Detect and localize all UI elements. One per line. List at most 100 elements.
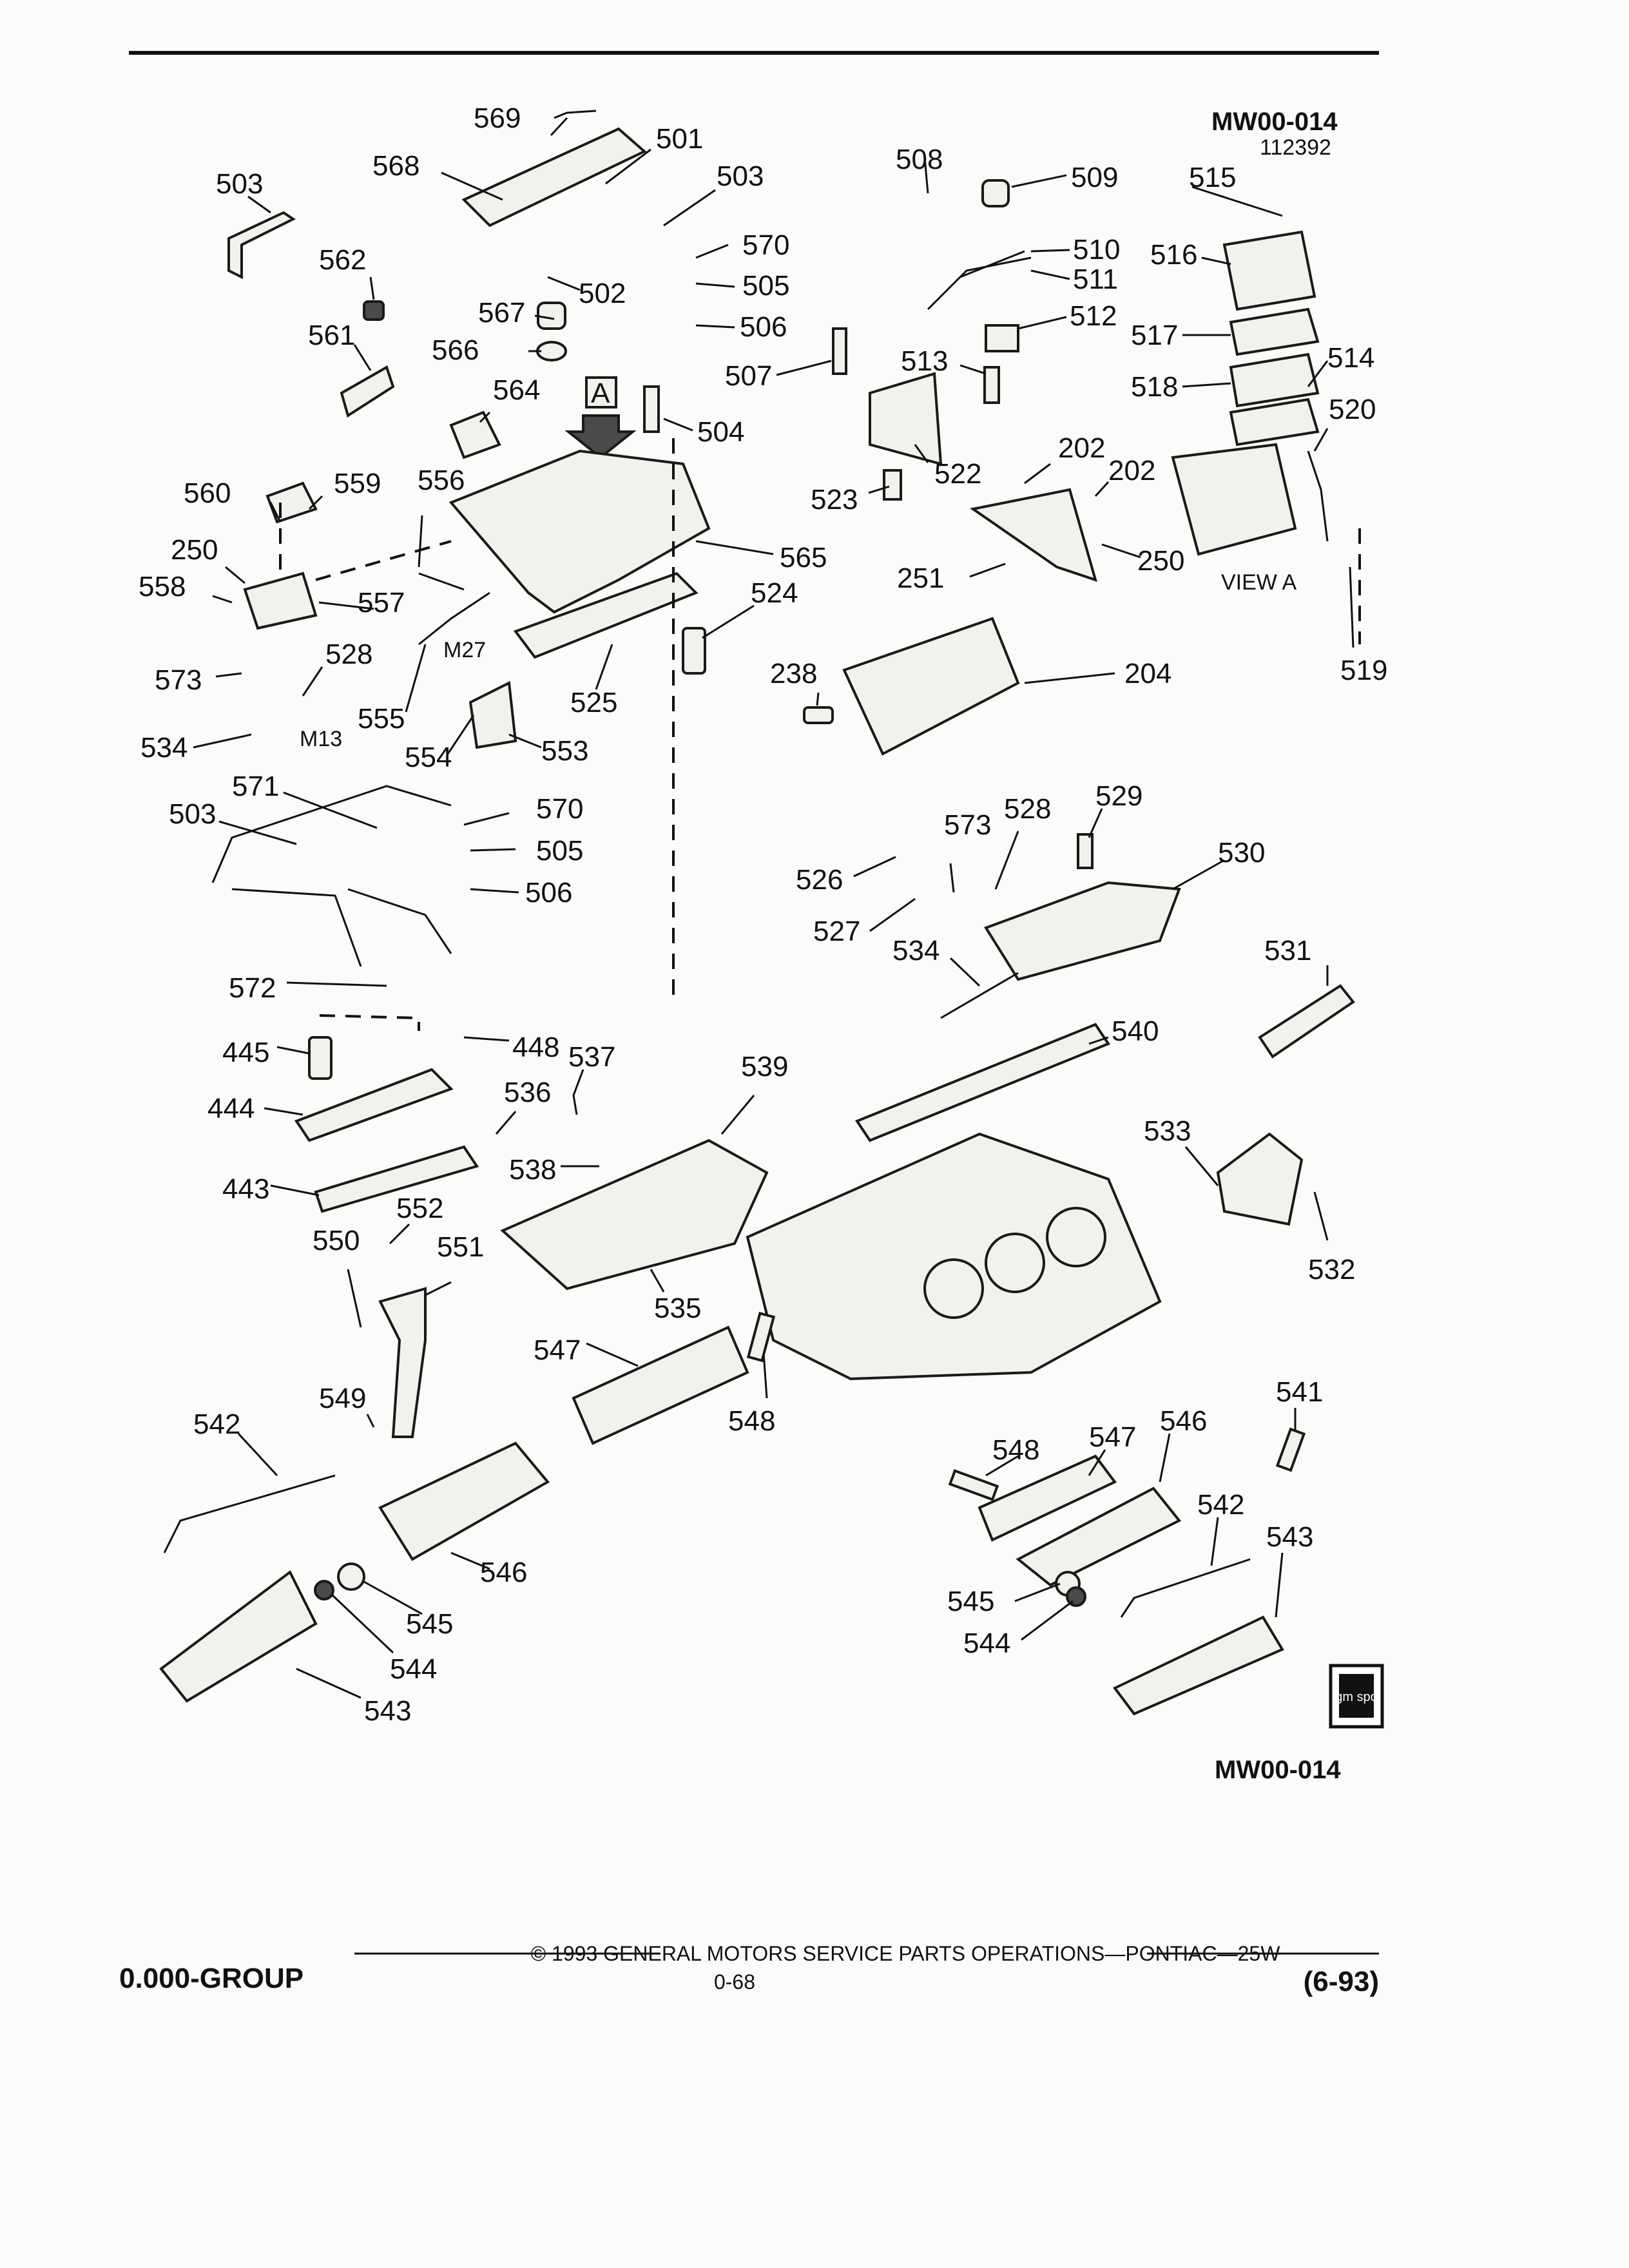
callout-506-label: 506 [740, 311, 787, 343]
footer-revision: (6-93) [1304, 1966, 1379, 1997]
callout-540-label: 540 [1112, 1015, 1159, 1047]
part-566-washer [536, 341, 567, 361]
callout-528-label: 528 [325, 639, 372, 670]
callout-560-label: 560 [184, 477, 231, 509]
part-546-manifold-left [378, 1441, 550, 1561]
callout-522-label: 522 [934, 458, 981, 490]
callout-573-label: 573 [944, 809, 991, 841]
callout-558-label: 558 [139, 571, 186, 602]
part-522-bracket [869, 372, 943, 466]
part-524-sensor [682, 627, 706, 675]
callout-512-label: 512 [1070, 300, 1117, 332]
callout-546-label: 546 [480, 1557, 527, 1588]
callout-545-label: 545 [947, 1586, 994, 1617]
diagram-id: MW00-014 [1211, 108, 1338, 136]
callout-535-label: 535 [654, 1293, 701, 1324]
callout-501-label: 501 [656, 123, 703, 155]
assembly-line-d [319, 1014, 420, 1031]
part-548-stud-left [746, 1311, 776, 1363]
callout-513-label: 513 [901, 345, 948, 377]
date-code: 112392 [1260, 135, 1331, 160]
callout-537-label: 537 [568, 1041, 615, 1073]
callout-570-label: 570 [742, 229, 789, 261]
callout-502-label: 502 [579, 278, 626, 309]
cylinder-bore-3 [1046, 1207, 1106, 1267]
callout-543-label: 543 [364, 1695, 411, 1727]
callout-548-label: 548 [992, 1434, 1039, 1466]
callout-534-label: 534 [140, 732, 188, 764]
callout-507-label: 507 [725, 360, 772, 392]
callout-m27-label: M27 [443, 638, 486, 662]
callout-568-label: 568 [372, 150, 419, 182]
part-512-clip [985, 324, 1019, 352]
part-510-511-tube [927, 250, 1032, 311]
part-546-manifold-right [1016, 1486, 1182, 1587]
callout-516-label: 516 [1150, 239, 1197, 271]
callout-531-label: 531 [1264, 935, 1311, 966]
callout-505-label: 505 [742, 270, 789, 302]
footer-group: 0.000-GROUP [119, 1963, 304, 1994]
callout-520-label: 520 [1329, 394, 1376, 425]
callout-511-label: 511 [1073, 264, 1118, 295]
part-520-egr-pipe [1307, 450, 1329, 542]
callout-543-label: 543 [1266, 1521, 1313, 1553]
part-541-stud [1275, 1427, 1306, 1472]
part-564-sensor [449, 410, 501, 459]
part-553-bracket [468, 680, 517, 749]
footer-page-number: 0-68 [714, 1970, 755, 1994]
callout-538-label: 538 [509, 1154, 556, 1186]
part-517-gasket [1229, 307, 1320, 356]
part-542-pipe-right [1120, 1558, 1251, 1618]
gm-spo-logo: gm spo [1329, 1664, 1384, 1729]
callout-506-label: 506 [525, 877, 572, 908]
callout-250-label: 250 [1137, 545, 1184, 577]
part-542-pipe-left [163, 1474, 336, 1553]
part-507-bolt [832, 327, 847, 375]
callout-510-label: 510 [1073, 234, 1120, 265]
view-a-box [585, 376, 617, 408]
callout-238-label: 238 [770, 658, 817, 689]
callout-547-label: 547 [534, 1334, 581, 1366]
callout-539-label: 539 [741, 1051, 788, 1082]
part-503-rod [227, 211, 296, 280]
callout-505-label: 505 [536, 835, 583, 867]
callout-524-label: 524 [751, 577, 798, 609]
callout-443-label: 443 [222, 1173, 269, 1205]
callout-251-label: 251 [897, 562, 944, 594]
part-545-nut-left [337, 1562, 365, 1591]
part-565-intake-manifold [448, 449, 711, 614]
part-535-exhaust-manifold [500, 1139, 769, 1291]
callout-526-label: 526 [796, 864, 843, 896]
callout-573-label: 573 [155, 664, 202, 696]
part-562-nut [363, 300, 385, 321]
callout-547-label: 547 [1089, 1421, 1136, 1453]
callout-503-label: 503 [717, 160, 764, 192]
callout-448-label: 448 [512, 1032, 559, 1063]
part-445-switch [308, 1036, 333, 1080]
part-544-nut-left [314, 1580, 334, 1600]
callout-546-label: 546 [1160, 1405, 1207, 1437]
callout-572-label: 572 [229, 972, 276, 1004]
part-525-intake-gasket [513, 572, 699, 659]
callout-534-label: 534 [892, 935, 940, 966]
callout-509-label: 509 [1071, 162, 1118, 193]
callout-523-label: 523 [811, 484, 858, 515]
callout-544-label: 544 [390, 1653, 437, 1685]
engine-block [746, 1132, 1162, 1381]
callout-548-label: 548 [728, 1405, 775, 1437]
part-567-grommet [537, 302, 566, 330]
callout-503-label: 503 [169, 798, 216, 830]
part-533-bracket [1216, 1132, 1304, 1226]
callout-571-label: 571 [232, 771, 279, 802]
part-204-valve-cover [842, 617, 1020, 756]
part-529-bolt [1077, 833, 1094, 869]
callout-527-label: 527 [813, 916, 860, 947]
part-543-shield-left [159, 1570, 318, 1703]
callout-557-label: 557 [358, 587, 405, 619]
callout-514-label: 514 [1327, 342, 1374, 374]
callout-559-label: 559 [334, 468, 381, 499]
callout-515-label: 515 [1189, 162, 1236, 193]
part-531-sensor [1258, 984, 1355, 1059]
callout-569-label: 569 [474, 102, 521, 134]
